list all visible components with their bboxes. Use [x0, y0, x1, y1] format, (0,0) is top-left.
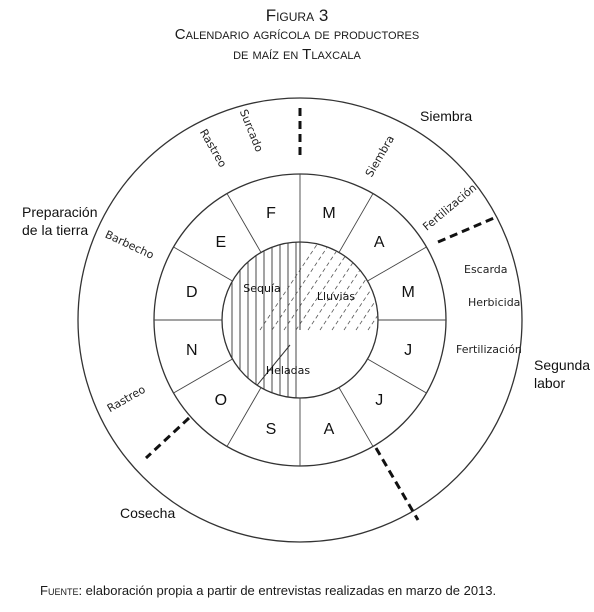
boundary-preparacion	[144, 416, 191, 460]
month-label: S	[266, 421, 277, 438]
outer-circle	[77, 97, 523, 543]
stage-cosecha: Cosecha	[120, 505, 175, 521]
activity-rastreo-bottom: Rastreo	[105, 383, 148, 415]
source-text: : elaboración propia a partir de entrevi…	[78, 583, 497, 598]
month-label: M	[322, 205, 335, 222]
figure-title-line1: Calendario agrícola de productores	[174, 26, 420, 43]
month-label: E	[215, 234, 226, 251]
activity-rastreo-top: Rastreo	[197, 127, 229, 170]
season-dry-label: Sequía	[243, 282, 281, 295]
activity-herbicida: Herbicida	[468, 296, 520, 309]
month-label: A	[374, 234, 385, 251]
stage-preparacion-line1: Preparación	[22, 204, 98, 220]
month-divider	[367, 358, 427, 394]
stage-preparacion-line2: de la tierra	[22, 222, 88, 238]
stage-boundaries	[144, 108, 495, 521]
month-label: D	[186, 284, 198, 301]
month-divider	[338, 387, 374, 447]
month-divider	[338, 193, 374, 253]
activity-surcado: Surcado	[237, 108, 266, 155]
month-divider	[226, 193, 262, 253]
activity-fertilizacion-1: Fertilización	[420, 181, 479, 233]
month-dividers	[154, 174, 446, 466]
activity-escarda: Escarda	[464, 263, 508, 276]
month-label: F	[266, 205, 276, 222]
month-divider	[226, 387, 262, 447]
figure-title-line2: de maíz en Tlaxcala	[233, 46, 361, 63]
month-divider	[173, 246, 233, 282]
stage-segunda-line1: Segunda	[534, 357, 590, 373]
month-divider	[173, 358, 233, 394]
boundary-cosecha	[374, 447, 420, 521]
activity-barbecho: Barbecho	[103, 228, 156, 262]
month-label: A	[324, 421, 335, 438]
stage-segunda-line2: labor	[534, 375, 565, 391]
month-label: N	[186, 342, 198, 359]
season-frost-label: Heladas	[266, 364, 311, 377]
activity-siembra: Siembra	[363, 133, 397, 179]
activity-fertilizacion-2: Fertilización	[456, 343, 522, 356]
month-divider	[367, 246, 427, 282]
month-labels: M A M J J A S O N D E F	[186, 205, 415, 438]
figure-label: Figura 3	[265, 6, 329, 25]
figure-source: Fuente: elaboración propia a partir de e…	[40, 583, 496, 598]
season-rain-label: Lluvias	[317, 290, 355, 303]
month-label: O	[215, 392, 227, 409]
month-label: M	[402, 284, 415, 301]
month-label: J	[404, 342, 412, 359]
stage-siembra: Siembra	[420, 108, 472, 124]
boundary-segunda-labor	[437, 216, 495, 244]
month-label: J	[375, 392, 383, 409]
source-prefix: Fuente	[40, 583, 79, 598]
